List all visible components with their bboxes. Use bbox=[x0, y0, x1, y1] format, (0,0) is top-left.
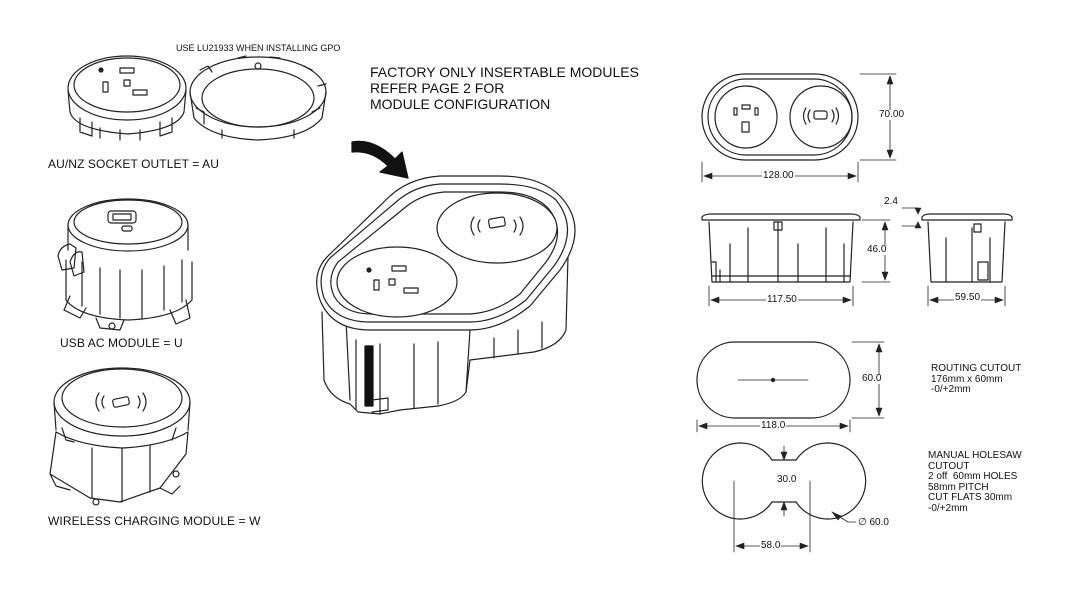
installation-ring-illustration bbox=[189, 55, 327, 141]
dim-top-height: 70.00 bbox=[878, 109, 906, 120]
usb-module-illustration bbox=[57, 198, 193, 331]
main-unit-illustration bbox=[316, 175, 576, 415]
au-module-label: AU/NZ SOCKET OUTLET = AU bbox=[48, 157, 219, 171]
dim-holesaw-diameter: ∅ 60.0 bbox=[857, 517, 890, 528]
dim-body-height: 46.0 bbox=[866, 244, 888, 255]
holesaw-cutout-drawing bbox=[701, 442, 867, 553]
routing-cutout-note: ROUTING CUTOUT 176mm x 60mm -0/+2mm bbox=[931, 363, 1022, 395]
dim-top-width: 128.00 bbox=[762, 170, 795, 181]
gpo-installation-note: USE LU21933 WHEN INSTALLING GPO bbox=[176, 43, 341, 53]
dim-flange: 2.4 bbox=[883, 196, 899, 207]
side-view-drawing bbox=[701, 213, 891, 307]
top-view-drawing bbox=[701, 73, 897, 183]
dim-routing-width: 118.0 bbox=[760, 420, 787, 431]
curved-arrow-icon bbox=[351, 140, 409, 179]
dim-side-width: 117.50 bbox=[766, 294, 798, 305]
factory-modules-note: FACTORY ONLY INSERTABLE MODULES REFER PA… bbox=[370, 64, 639, 112]
dim-holesaw-pitch: 58.0 bbox=[760, 540, 782, 551]
dim-holesaw-flat: 30.0 bbox=[776, 474, 798, 485]
wireless-module-label: WIRELESS CHARGING MODULE = W bbox=[48, 514, 261, 528]
routing-cutout-drawing bbox=[696, 341, 885, 433]
dim-end-width: 59.50 bbox=[954, 292, 982, 303]
holesaw-cutout-note: MANUAL HOLESAW CUTOUT 2 off 60mm HOLES 5… bbox=[928, 450, 1022, 514]
au-module-illustration bbox=[67, 55, 187, 141]
wireless-module-illustration bbox=[49, 367, 191, 506]
end-view-drawing bbox=[901, 207, 1013, 307]
dim-routing-height: 60.0 bbox=[861, 373, 883, 384]
usb-module-label: USB AC MODULE = U bbox=[60, 336, 183, 350]
